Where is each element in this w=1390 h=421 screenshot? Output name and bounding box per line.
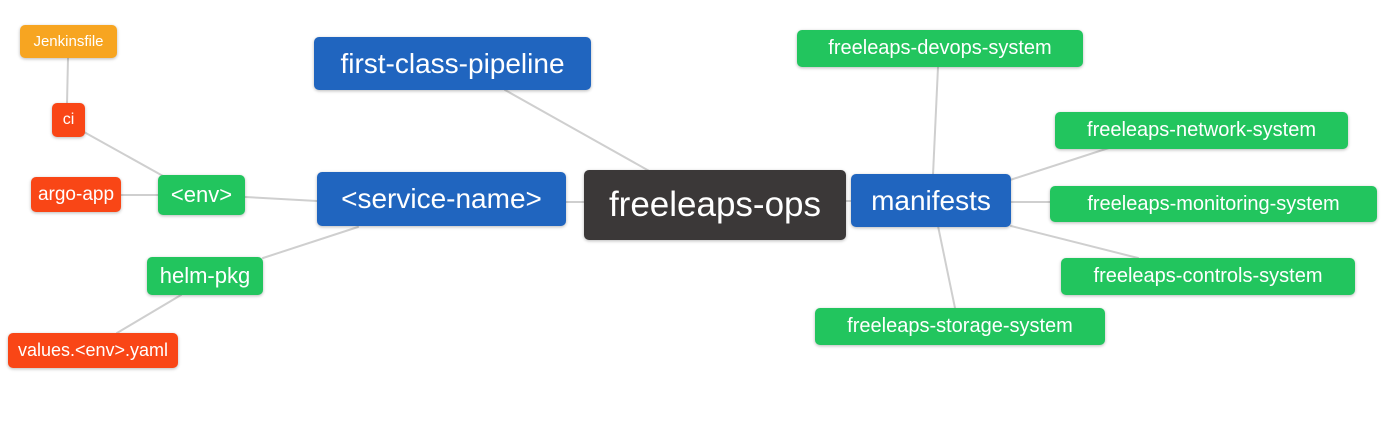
edge-env-servicename — [244, 196, 318, 202]
edge-manifests-network — [1009, 145, 1116, 181]
node-jenkinsfile[interactable]: Jenkinsfile — [20, 25, 117, 58]
edge-values-helmpkg — [116, 294, 182, 334]
edge-pipeline-ops — [504, 89, 652, 173]
node-values-env-yaml[interactable]: values.<env>.yaml — [8, 333, 178, 368]
node-manifests[interactable]: manifests — [851, 174, 1011, 227]
node-ci[interactable]: ci — [52, 103, 85, 137]
node-freeleaps-monitoring-system[interactable]: freeleaps-monitoring-system — [1050, 186, 1377, 222]
node-first-class-pipeline[interactable]: first-class-pipeline — [314, 37, 591, 90]
edge-devops-manifests — [932, 66, 939, 176]
edge-helmpkg-servicename — [262, 226, 359, 259]
edge-manifests-storage — [937, 225, 956, 309]
node-env[interactable]: <env> — [158, 175, 245, 215]
node-service-name[interactable]: <service-name> — [317, 172, 566, 226]
node-argo-app[interactable]: argo-app — [31, 177, 121, 212]
edge-jenkinsfile-ci — [66, 57, 69, 105]
node-freeleaps-network-system[interactable]: freeleaps-network-system — [1055, 112, 1348, 149]
node-freeleaps-storage-system[interactable]: freeleaps-storage-system — [815, 308, 1105, 345]
edge-manifests-controls — [1010, 225, 1139, 259]
node-helm-pkg[interactable]: helm-pkg — [147, 257, 263, 295]
node-freeleaps-devops-system[interactable]: freeleaps-devops-system — [797, 30, 1083, 67]
edge-ci-env — [83, 131, 164, 177]
node-freeleaps-ops[interactable]: freeleaps-ops — [584, 170, 846, 240]
node-freeleaps-controls-system[interactable]: freeleaps-controls-system — [1061, 258, 1355, 295]
